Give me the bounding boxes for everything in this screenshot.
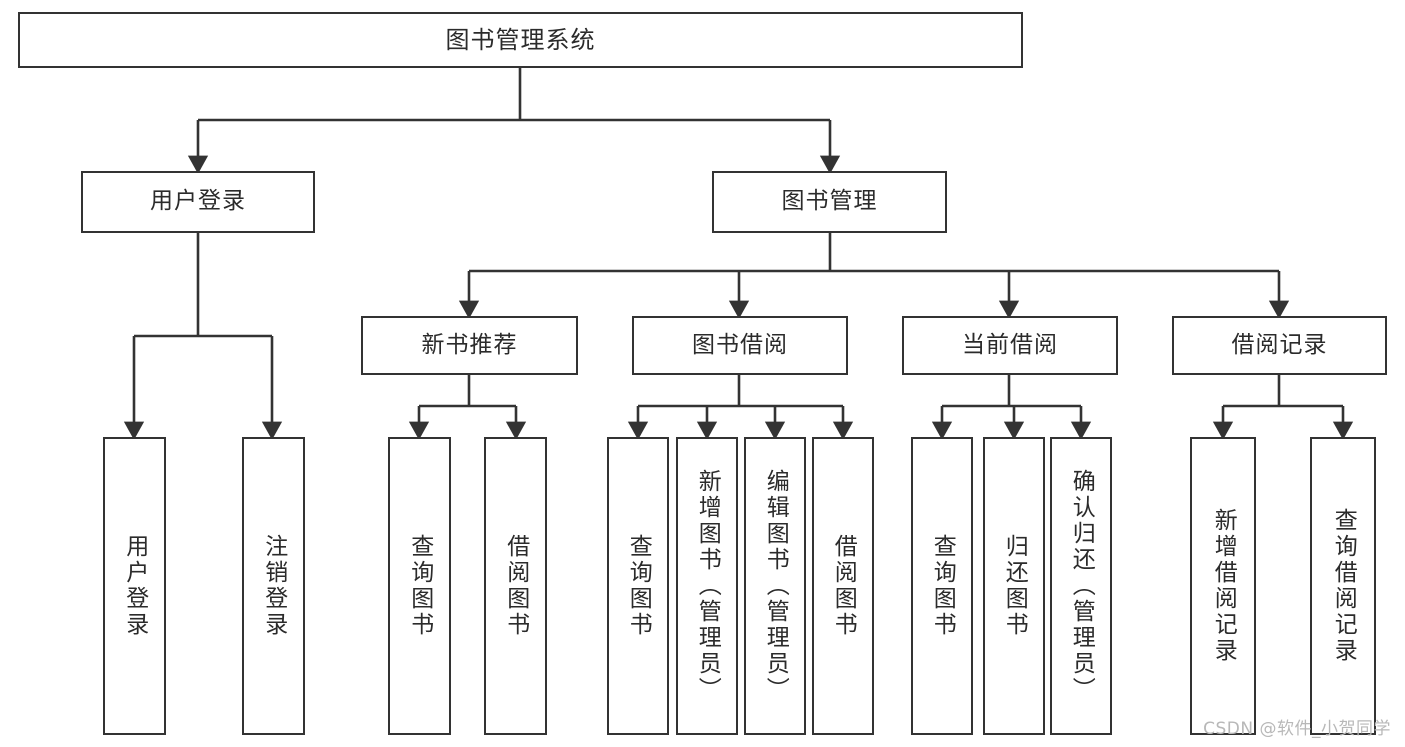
leaf-query-book-newbook[interactable]: 查询图书 bbox=[388, 437, 451, 735]
leaf-borrow-book-newbook[interactable]: 借阅图书 bbox=[484, 437, 547, 735]
leaf-query-borrow-record[interactable]: 查询借阅记录 bbox=[1310, 437, 1376, 735]
node-current-borrow[interactable]: 当前借阅 bbox=[902, 316, 1118, 375]
leaf-query-book-current[interactable]: 查询图书 bbox=[911, 437, 973, 735]
leaf-confirm-return-admin[interactable]: 确认归还（管理员） bbox=[1050, 437, 1112, 735]
node-book-management[interactable]: 图书管理 bbox=[712, 171, 947, 233]
leaf-borrow-book[interactable]: 借阅图书 bbox=[812, 437, 874, 735]
leaf-edit-book-admin[interactable]: 编辑图书（管理员） bbox=[744, 437, 806, 735]
node-new-book-recommend[interactable]: 新书推荐 bbox=[361, 316, 578, 375]
node-root-system[interactable]: 图书管理系统 bbox=[18, 12, 1023, 68]
leaf-return-book[interactable]: 归还图书 bbox=[983, 437, 1045, 735]
leaf-add-borrow-record[interactable]: 新增借阅记录 bbox=[1190, 437, 1256, 735]
leaf-query-book-borrow[interactable]: 查询图书 bbox=[607, 437, 669, 735]
node-user-login[interactable]: 用户登录 bbox=[81, 171, 315, 233]
node-borrow-record[interactable]: 借阅记录 bbox=[1172, 316, 1387, 375]
leaf-user-logout[interactable]: 注销登录 bbox=[242, 437, 305, 735]
leaf-user-login[interactable]: 用户登录 bbox=[103, 437, 166, 735]
node-book-borrow[interactable]: 图书借阅 bbox=[632, 316, 848, 375]
leaf-add-book-admin[interactable]: 新增图书（管理员） bbox=[676, 437, 738, 735]
